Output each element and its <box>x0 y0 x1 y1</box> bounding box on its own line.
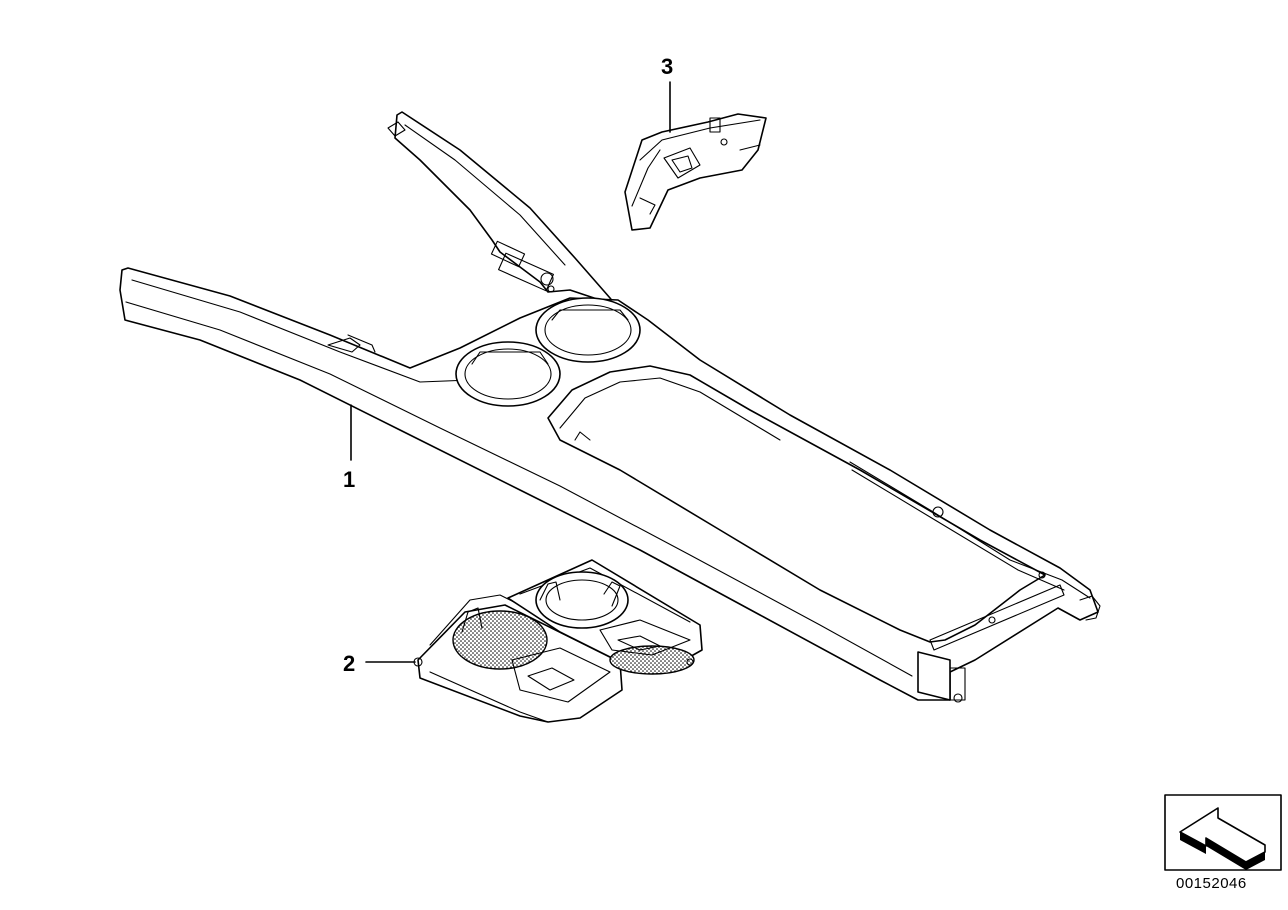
part-3-trim-cover <box>624 113 767 231</box>
part-2-cupholder-insert <box>413 559 703 723</box>
cupholder-ring-front <box>535 297 641 363</box>
callout-label-1: 1 <box>343 467 355 492</box>
callout-label-3: 3 <box>661 54 673 79</box>
part-1-console-trim <box>119 111 1101 703</box>
document-number: 00152046 <box>1176 875 1247 892</box>
callout-label-2: 2 <box>343 651 355 676</box>
cupholder-ring-rear <box>455 341 561 407</box>
direction-arrow-icon <box>1164 794 1282 871</box>
